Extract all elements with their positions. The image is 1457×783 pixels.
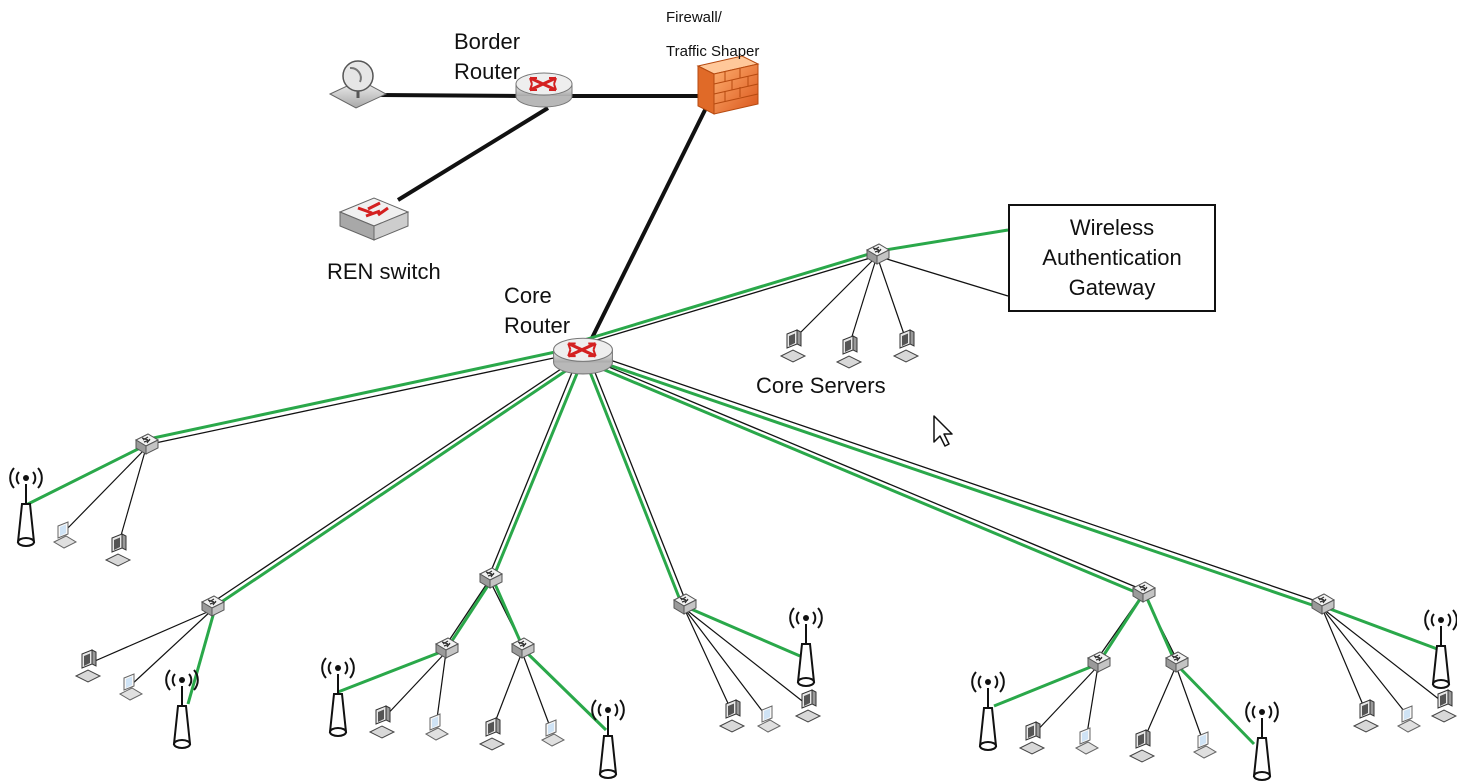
laptop-icon xyxy=(1193,731,1217,759)
ren-switch-icon xyxy=(338,197,410,241)
server-icon xyxy=(836,335,862,369)
firewall-label-line1: Firewall/ xyxy=(666,9,722,26)
desktop-icon xyxy=(105,533,131,567)
distribution-switch-icon xyxy=(479,567,503,589)
laptop-icon xyxy=(425,713,449,741)
server-icon xyxy=(780,329,806,363)
core-servers-label: Core Servers xyxy=(756,373,886,398)
access-switch-icon xyxy=(1165,651,1189,673)
desktop-icon xyxy=(1353,699,1379,733)
mouse-cursor-icon xyxy=(933,415,953,447)
desktop-icon xyxy=(1431,689,1457,723)
gateway-label-line1: Wireless xyxy=(1069,215,1155,240)
gateway-label-line2: Authentication xyxy=(1042,245,1182,270)
wireless-ap-icon xyxy=(789,607,823,687)
desktop-icon xyxy=(369,705,395,739)
access-links xyxy=(23,228,1441,746)
laptop-icon xyxy=(53,521,77,549)
access-switch-icon xyxy=(1311,593,1335,615)
ren-switch-label: REN switch xyxy=(327,259,441,284)
internet-dish-icon xyxy=(328,60,388,109)
desktop-icon xyxy=(479,717,505,751)
border-router-icon xyxy=(514,71,574,109)
core-server-switch-icon xyxy=(866,243,890,265)
gateway-label-line3: Gateway xyxy=(1068,275,1156,300)
wireless-auth-gateway-box: Wireless Authentication Gateway xyxy=(1008,204,1216,312)
desktop-icon xyxy=(795,689,821,723)
wireless-ap-icon xyxy=(9,467,43,547)
laptop-icon xyxy=(541,719,565,747)
core-router-icon xyxy=(552,336,614,376)
wireless-ap-icon xyxy=(321,657,355,737)
core-router-label-line2: Router xyxy=(504,313,571,338)
border-router-label-line2: Router xyxy=(454,59,521,84)
desktop-icon xyxy=(1019,721,1045,755)
wireless-ap-icon xyxy=(1424,609,1457,689)
desktop-icon xyxy=(1129,729,1155,763)
wireless-ap-icon xyxy=(971,671,1005,751)
firewall-icon xyxy=(696,55,760,115)
access-switch-icon xyxy=(435,637,459,659)
laptop-icon xyxy=(1075,727,1099,755)
wireless-ap-icon xyxy=(591,699,625,779)
server-icon xyxy=(893,329,919,363)
core-router-label-line1: Core xyxy=(504,283,552,308)
backbone-links xyxy=(377,93,708,339)
border-router-label-line1: Border xyxy=(454,29,521,54)
desktop-icon xyxy=(719,699,745,733)
firewall-label-line2: Traffic Shaper xyxy=(666,43,760,60)
desktop-icon xyxy=(75,649,101,683)
laptop-icon xyxy=(1397,705,1421,733)
access-switch-icon xyxy=(1087,651,1111,673)
distribution-switch-icon xyxy=(1132,581,1156,603)
